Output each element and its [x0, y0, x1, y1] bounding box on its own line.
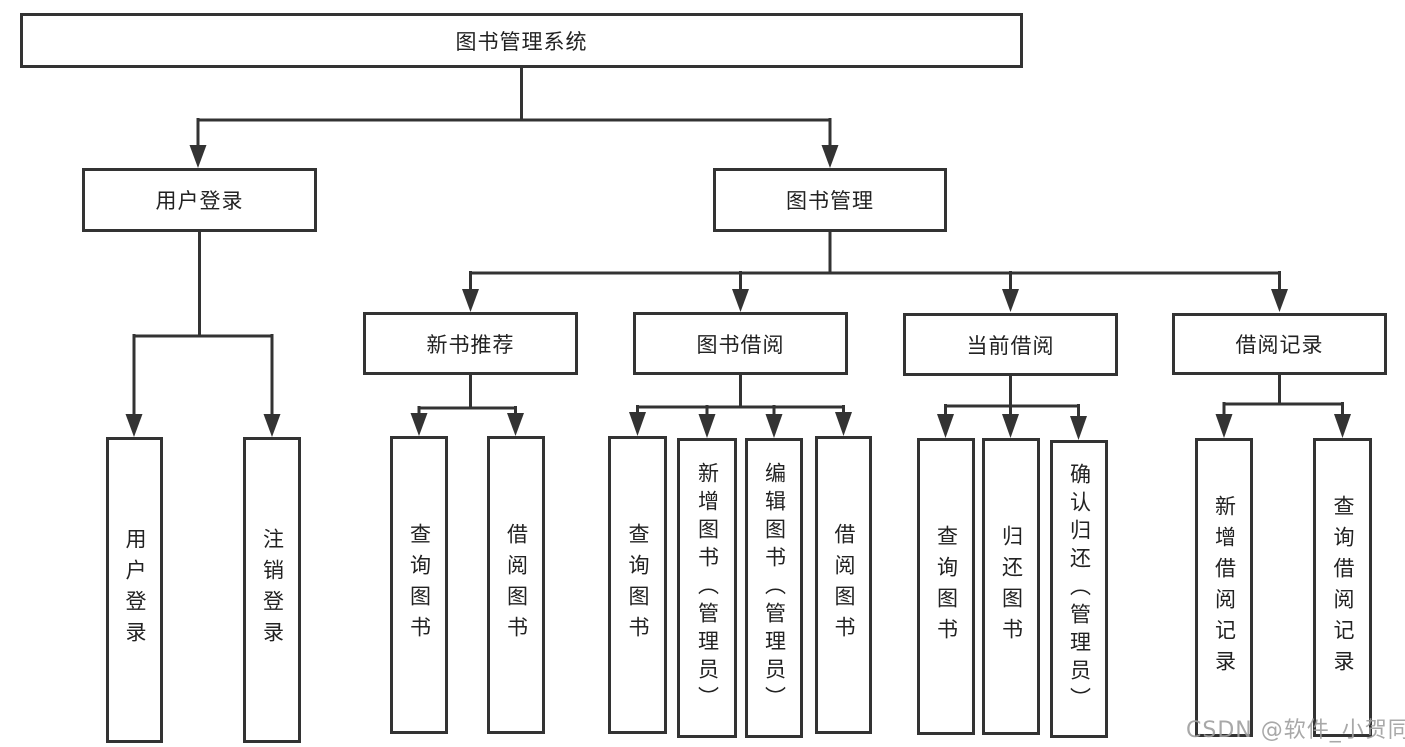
leaf-add-books-admin: 新增图书（管理员） — [677, 438, 737, 738]
node-label: 用户登录 — [123, 528, 147, 652]
leaf-edit-books-admin: 编辑图书（管理员） — [745, 438, 803, 738]
arrowhead-icon — [1002, 414, 1019, 438]
node-label: 编辑图书（管理员） — [762, 462, 787, 714]
arrowhead-icon — [410, 413, 428, 436]
edge-new-book-rec-to-leaves — [410, 375, 524, 436]
arrowhead-icon — [1271, 289, 1288, 312]
node-current-borrow: 当前借阅 — [903, 313, 1118, 376]
node-label: 图书管理系统 — [455, 29, 588, 54]
arrowhead-icon — [462, 289, 479, 312]
node-label: 查询图书 — [934, 524, 959, 649]
leaf-logout: 注销登录 — [243, 437, 301, 743]
node-label: 注销登录 — [260, 528, 285, 652]
arrowhead-icon — [125, 414, 143, 437]
leaf-query-books-recommend: 查询图书 — [390, 436, 448, 734]
node-label: 新增借阅记录 — [1212, 494, 1237, 681]
arrowhead-icon — [1334, 414, 1351, 438]
arrowhead-icon — [1002, 289, 1019, 312]
csdn-watermark: CSDN @软件_小贺同学 — [1186, 718, 1405, 743]
node-book-borrow: 图书借阅 — [633, 312, 848, 375]
arrowhead-icon — [629, 412, 646, 436]
node-label: 借阅图书 — [832, 523, 856, 647]
arrowhead-icon — [765, 414, 783, 438]
leaf-return-books: 归还图书 — [982, 438, 1040, 735]
arrowhead-icon — [835, 412, 852, 436]
node-user-login: 用户登录 — [82, 168, 317, 232]
node-label: 用户登录 — [155, 189, 244, 213]
arrowhead-icon — [1215, 414, 1233, 438]
arrowhead-icon — [698, 414, 716, 438]
arrowhead-icon — [732, 289, 749, 312]
leaf-query-books-current: 查询图书 — [917, 438, 975, 735]
node-root-system: 图书管理系统 — [20, 13, 1023, 68]
node-label: 借阅图书 — [504, 523, 529, 647]
leaf-borrow-books: 借阅图书 — [815, 436, 872, 734]
arrowhead-icon — [189, 145, 207, 168]
arrowhead-icon — [937, 414, 954, 438]
node-label: 归还图书 — [999, 524, 1024, 649]
node-new-book-recommend: 新书推荐 — [363, 312, 578, 375]
edge-user-login-to-leaves — [125, 232, 281, 437]
edge-book-mgmt-to-level3 — [462, 232, 1288, 312]
node-label: 查询图书 — [407, 523, 432, 647]
arrowhead-icon — [821, 145, 839, 168]
node-label: 图书借阅 — [696, 332, 785, 357]
leaf-borrow-books-recommend: 借阅图书 — [487, 436, 545, 734]
node-label: 查询图书 — [626, 523, 650, 647]
node-label: 图书管理 — [786, 189, 874, 213]
node-label: 新书推荐 — [426, 332, 515, 357]
edge-root-to-level2 — [189, 68, 839, 168]
node-book-management: 图书管理 — [713, 168, 947, 232]
arrowhead-icon — [1070, 416, 1087, 440]
node-label: 查询借阅记录 — [1331, 494, 1355, 681]
node-label: 确认归还（管理员） — [1067, 463, 1092, 715]
leaf-query-books-borrow: 查询图书 — [608, 436, 667, 734]
edge-borrow-record-to-leaves — [1215, 375, 1351, 438]
node-label: 新增图书（管理员） — [695, 462, 720, 714]
node-label: 借阅记录 — [1235, 333, 1324, 357]
leaf-user-login: 用户登录 — [106, 437, 163, 743]
arrowhead-icon — [263, 414, 281, 437]
leaf-add-borrow-record: 新增借阅记录 — [1195, 438, 1253, 737]
node-label: 当前借阅 — [966, 333, 1055, 358]
arrowhead-icon — [507, 413, 524, 436]
edge-book-borrow-to-leaves — [629, 375, 852, 438]
leaf-query-borrow-record: 查询借阅记录 — [1313, 438, 1372, 737]
edge-current-borrow-to-leaves — [937, 376, 1087, 440]
node-borrow-record: 借阅记录 — [1172, 313, 1387, 375]
leaf-confirm-return-admin: 确认归还（管理员） — [1050, 440, 1108, 738]
